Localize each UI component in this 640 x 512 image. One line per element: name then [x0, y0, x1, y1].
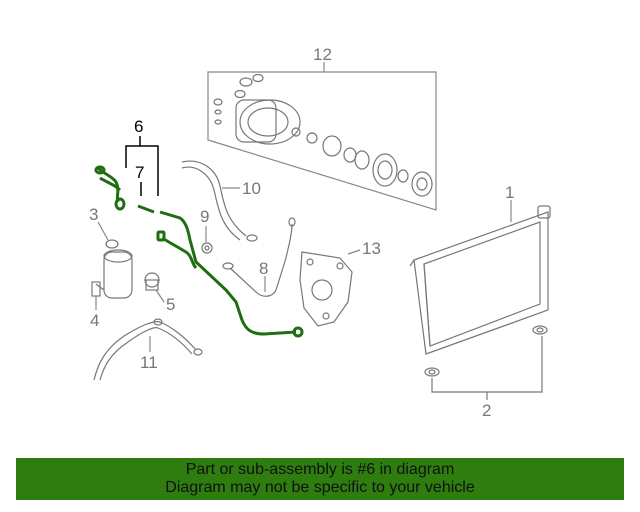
callout-13: 13: [362, 239, 381, 258]
banner-line-2: Diagram may not be specific to your vehi…: [165, 479, 475, 496]
liquid-line[interactable]: [222, 217, 296, 297]
parts-diagram: 12 1 2 13 10 8: [89, 45, 551, 420]
valve-fitting[interactable]: [201, 242, 213, 254]
condenser[interactable]: [409, 205, 551, 355]
callout-7: 7: [135, 163, 144, 182]
suction-hose[interactable]: [181, 160, 258, 242]
info-banner: Part or sub-assembly is #6 in diagram Di…: [16, 458, 624, 500]
discharge-hose[interactable]: [93, 318, 203, 381]
callout-4: 4: [90, 311, 99, 330]
compressor-assembly[interactable]: [207, 62, 437, 211]
callout-1: 1: [505, 183, 514, 202]
callout-11: 11: [140, 353, 158, 372]
callout-3: 3: [89, 205, 98, 224]
compressor-bracket[interactable]: [299, 251, 353, 327]
accumulator[interactable]: [91, 239, 133, 299]
banner-line-1: Part or sub-assembly is #6 in diagram: [185, 461, 455, 478]
callout-6: 6: [134, 117, 143, 136]
desiccant-bag[interactable]: [144, 272, 160, 291]
callout-2: 2: [482, 401, 491, 420]
highlighted-hose-assembly[interactable]: [94, 165, 304, 338]
callout-8: 8: [259, 259, 268, 278]
callout-10: 10: [242, 179, 261, 198]
callout-5: 5: [166, 295, 175, 314]
condenser-isolators[interactable]: [424, 325, 548, 400]
callout-12: 12: [313, 45, 332, 64]
callout-9: 9: [200, 207, 209, 226]
